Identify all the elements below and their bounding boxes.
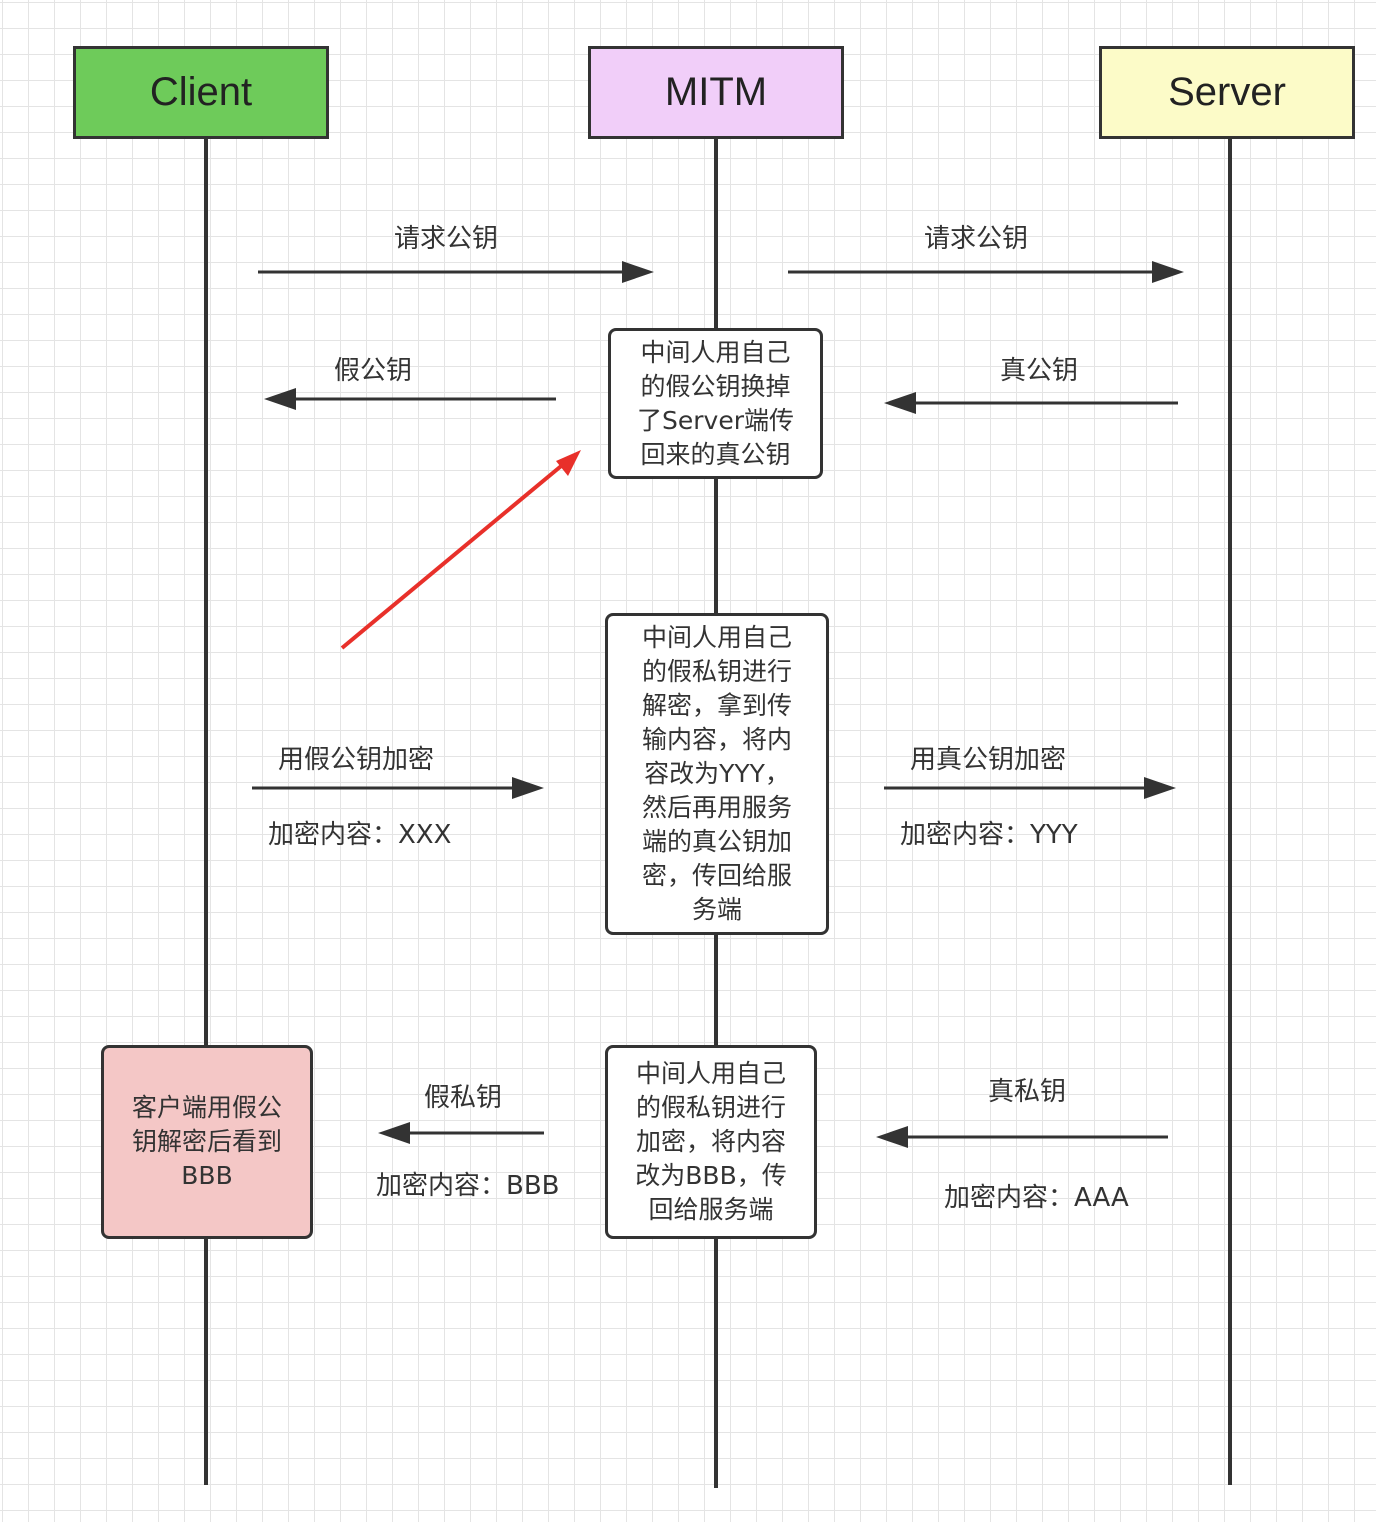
note-encrypt-return-text: 中间人用自己 的假私钥进行 加密，将内容 改为BBB，传 回给服务端 bbox=[635, 1059, 787, 1224]
note-decrypt-forward: 中间人用自己 的假私钥进行 解密，拿到传 输内容，将内 容改为YYY， 然后再用… bbox=[605, 613, 829, 935]
actor-server-label: Server bbox=[1168, 70, 1286, 114]
actor-server: Server bbox=[1099, 46, 1355, 139]
arrow-mitm-to-client-fake-key bbox=[264, 388, 556, 410]
arrow-server-to-mitm-real-key bbox=[884, 392, 1178, 414]
note-swap-key: 中间人用自己 的假公钥换掉 了Server端传 回来的真公钥 bbox=[608, 328, 823, 479]
arrow-mitm-to-server-encrypted bbox=[884, 777, 1176, 799]
note-decrypt-forward-text: 中间人用自己 的假私钥进行 解密，拿到传 输内容，将内 容改为YYY， 然后再用… bbox=[641, 623, 792, 924]
highlight-arrow bbox=[340, 450, 581, 650]
arrow-server-to-mitm-private bbox=[876, 1126, 1168, 1148]
actor-client-label: Client bbox=[149, 70, 253, 114]
message-label-request-key-2: 请求公钥 bbox=[924, 224, 1029, 254]
message-label-encrypt-fake: 用假公钥加密 bbox=[278, 745, 435, 775]
message-label-encrypt-real: 用真公钥加密 bbox=[910, 745, 1067, 775]
note-encrypt-return: 中间人用自己 的假私钥进行 加密，将内容 改为BBB，传 回给服务端 bbox=[605, 1045, 817, 1239]
message-label-content-aaa: 加密内容：AAA bbox=[944, 1183, 1129, 1213]
arrow-mitm-to-client-private bbox=[378, 1122, 544, 1144]
note-client-result-text: 客户端用假公 钥解密后看到 BBB bbox=[131, 1093, 282, 1190]
arrow-client-to-mitm-request bbox=[258, 261, 654, 283]
note-client-result: 客户端用假公 钥解密后看到 BBB bbox=[101, 1045, 313, 1239]
message-label-real-private-key: 真私钥 bbox=[988, 1077, 1067, 1107]
actor-client: Client bbox=[73, 46, 329, 139]
message-label-content-bbb: 加密内容：BBB bbox=[376, 1171, 560, 1201]
arrow-mitm-to-server-request bbox=[788, 261, 1184, 283]
message-label-content-yyy: 加密内容：YYY bbox=[900, 820, 1078, 850]
message-label-real-public-key: 真公钥 bbox=[1000, 356, 1079, 386]
actor-mitm: MITM bbox=[588, 46, 844, 139]
message-label-request-key-1: 请求公钥 bbox=[394, 224, 499, 254]
message-label-fake-public-key: 假公钥 bbox=[334, 356, 413, 386]
arrow-client-to-mitm-encrypted bbox=[252, 777, 544, 799]
message-label-fake-private-key: 假私钥 bbox=[424, 1083, 503, 1113]
message-label-content-xxx: 加密内容：XXX bbox=[268, 820, 452, 850]
note-swap-key-text: 中间人用自己 的假公钥换掉 了Server端传 回来的真公钥 bbox=[637, 337, 794, 469]
actor-mitm-label: MITM bbox=[664, 70, 768, 114]
